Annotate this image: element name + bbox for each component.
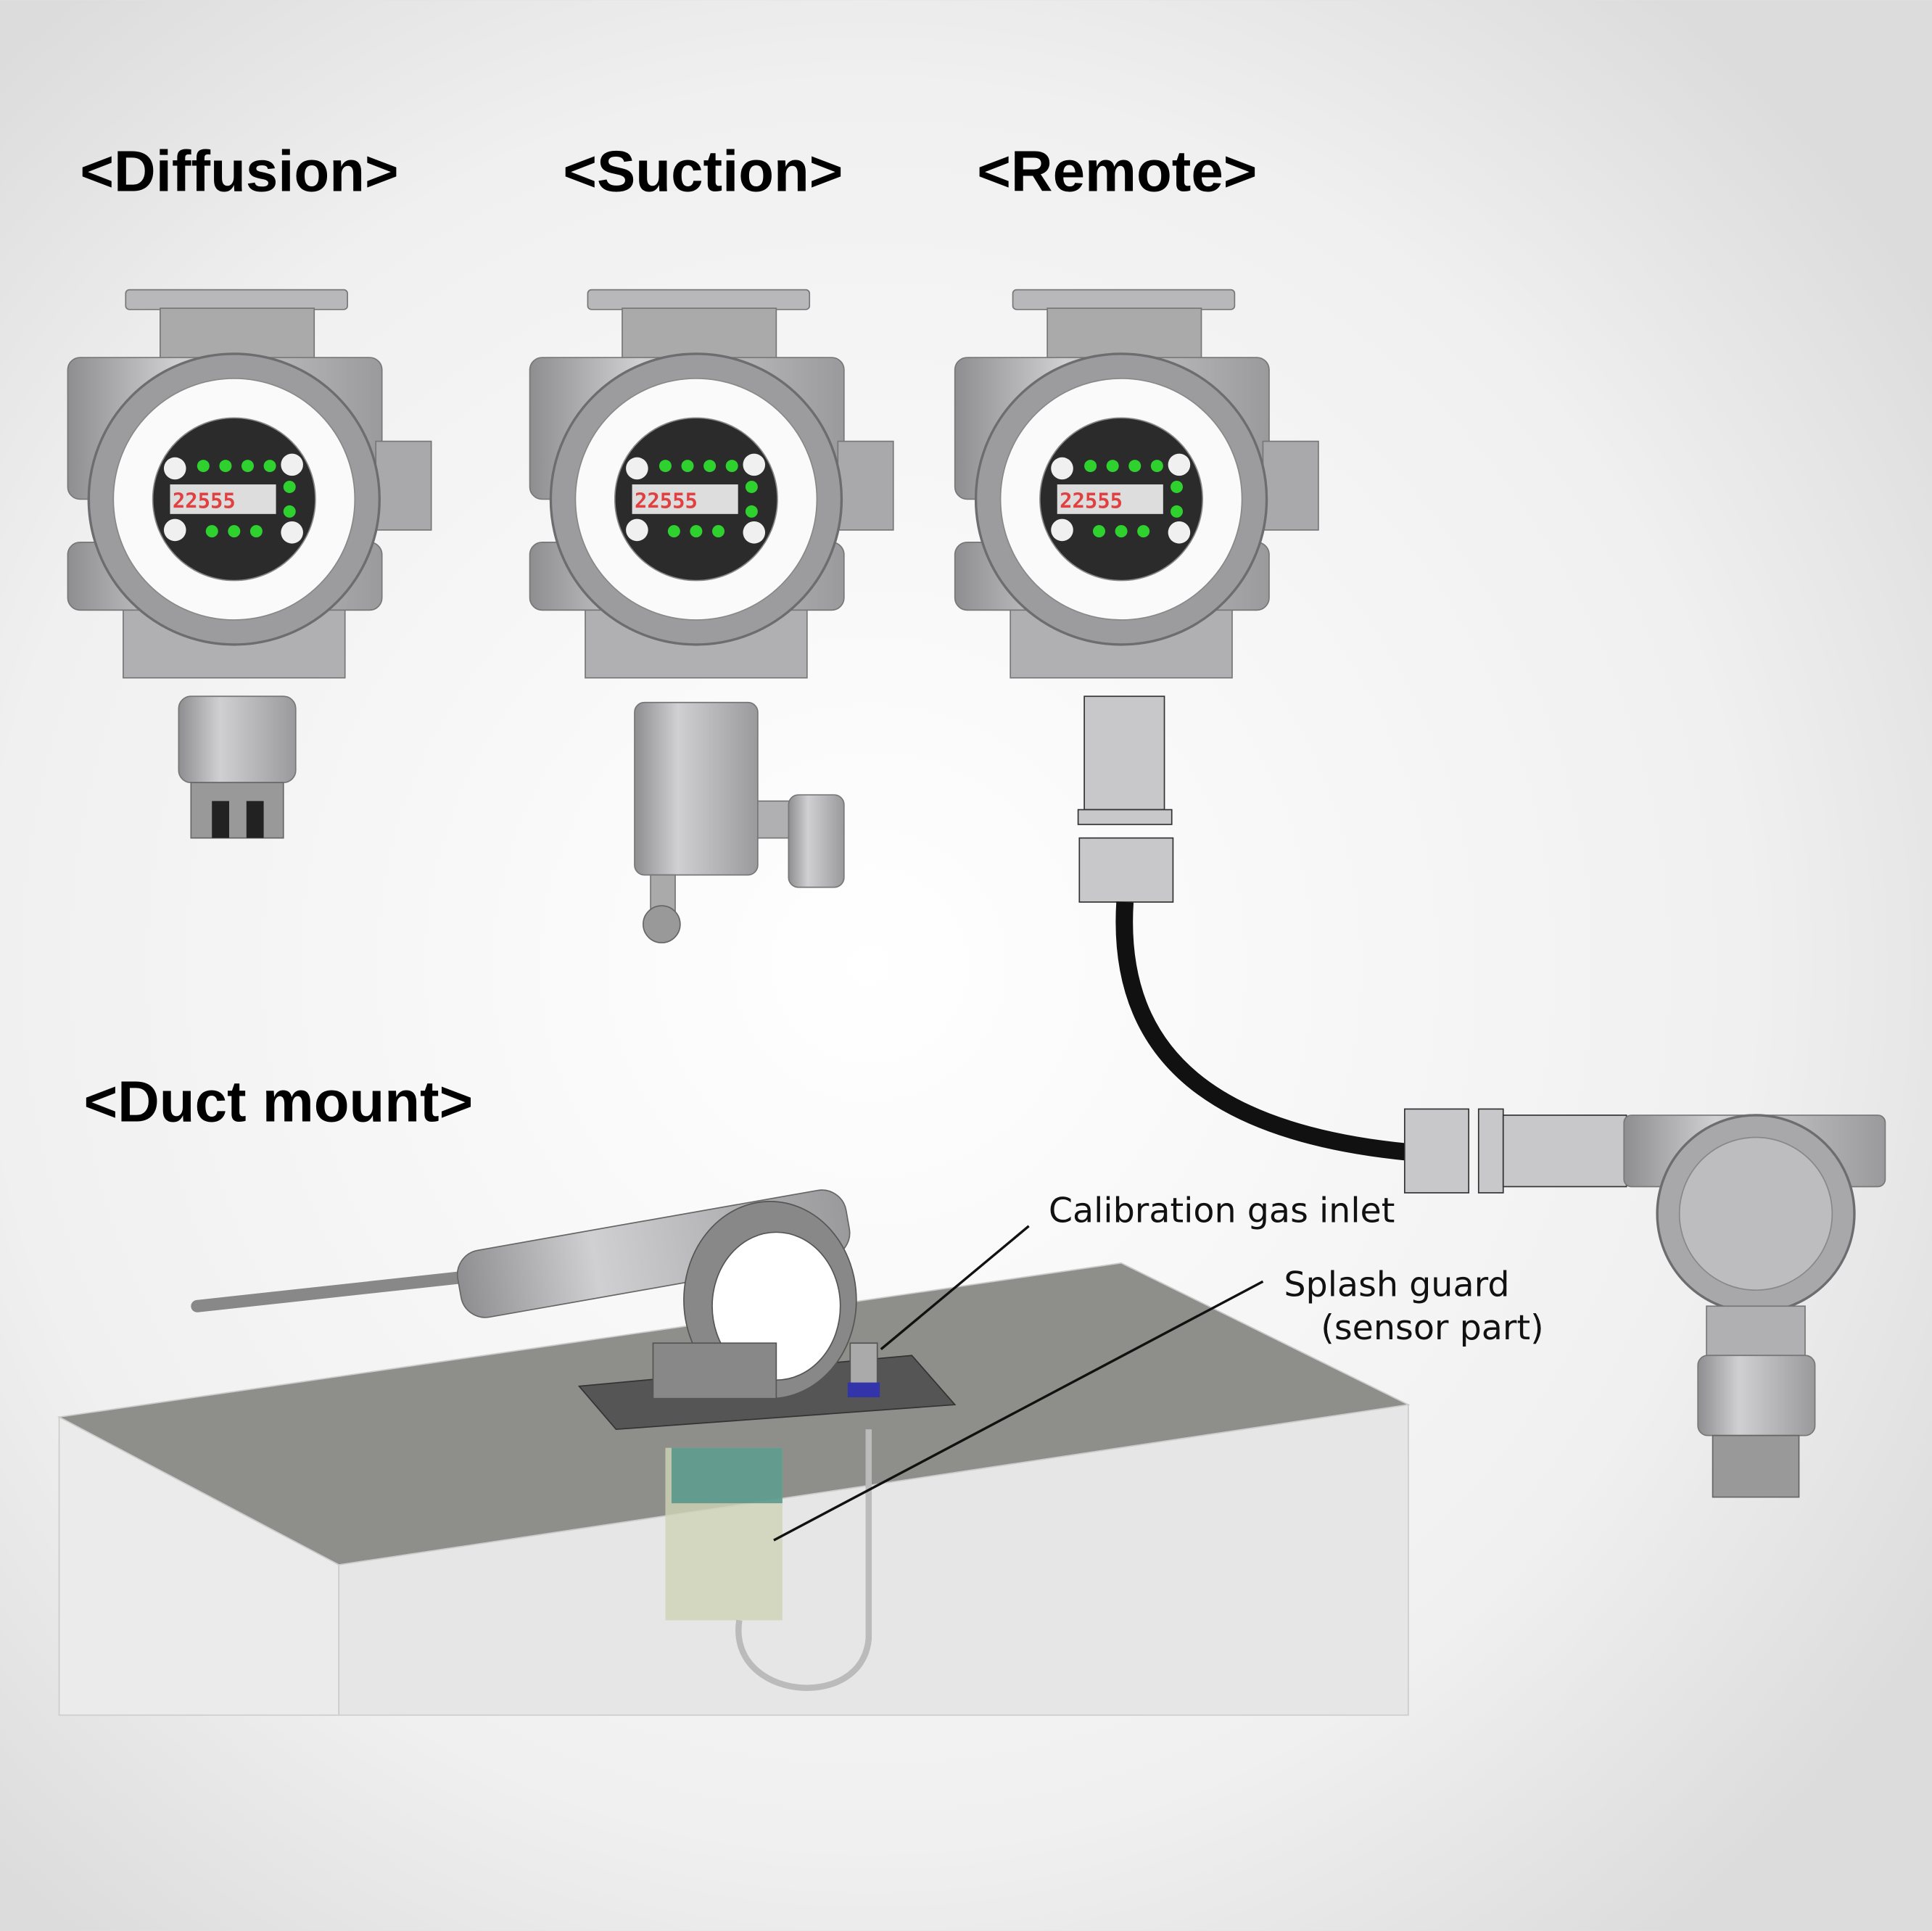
callout-splash-guard: Splash guard (1284, 1265, 1509, 1305)
title-remote: <Remote> (977, 139, 1257, 204)
suction-detector (528, 288, 895, 943)
title-suction: <Suction> (563, 139, 843, 204)
callout-calibration-gas-inlet: Calibration gas inlet (1049, 1191, 1395, 1231)
remote-cable (1115, 901, 1410, 1161)
title-diffusion: <Diffusion> (80, 139, 398, 204)
title-duct-mount: <Duct mount> (84, 1069, 474, 1133)
callout-splash-guard-sub: (sensor part) (1321, 1308, 1543, 1348)
splash-guard-leader-line (773, 1280, 1264, 1542)
duct-mount-assembly (57, 1189, 1411, 1716)
calibration-leader-line (880, 1225, 1030, 1351)
diffusion-detector (66, 288, 433, 839)
remote-detector (954, 288, 1886, 1498)
